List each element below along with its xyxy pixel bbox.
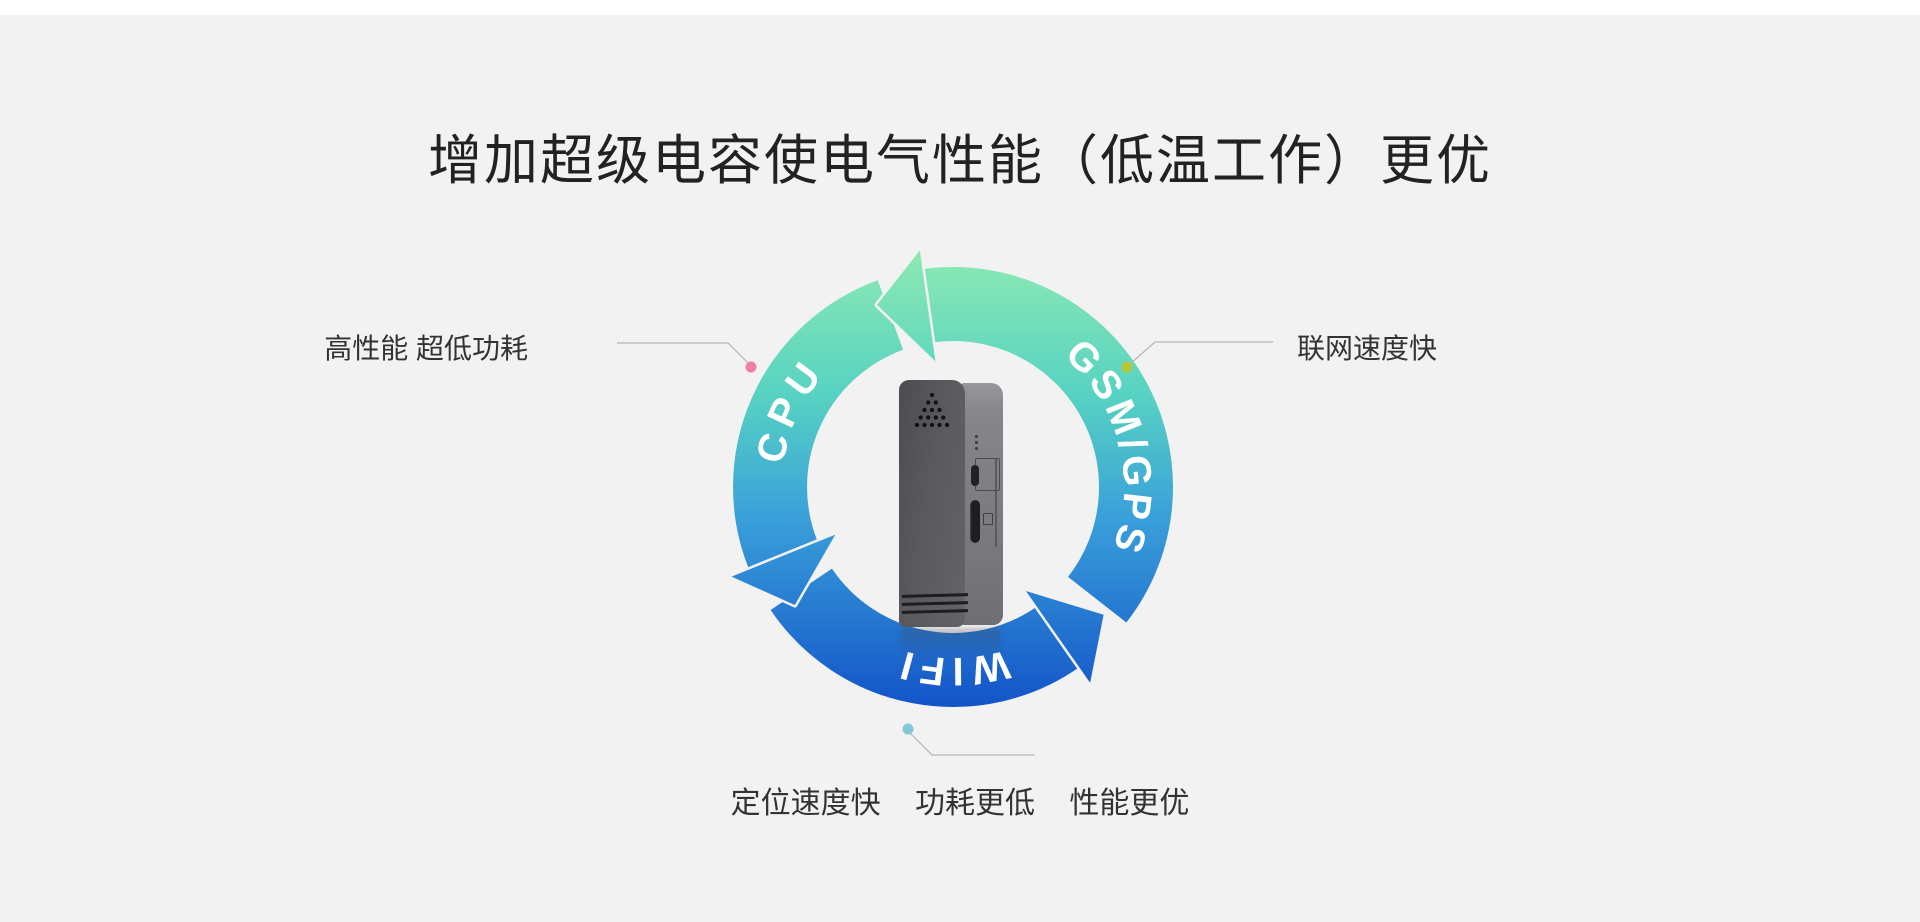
arrowhead-top-icon: [874, 247, 938, 364]
device-side-dot: [975, 435, 978, 438]
ring-arc-gsm-gps: [922, 267, 1173, 623]
sd-card-slot: [970, 500, 980, 543]
ring-arc-cpu: [733, 280, 904, 570]
ring-arrows-svg: GSM/GPS CPU WIFI: [729, 247, 1173, 707]
device-side-dot: [975, 441, 978, 444]
device-reflection: [901, 628, 1001, 662]
callout-bottom-item: 性能更优: [1069, 787, 1190, 820]
device-panel-seam: [995, 459, 997, 547]
callout-bottom-label: 定位速度快 功耗更低 性能更优: [0, 778, 1920, 822]
gps-tracker-device-image: [899, 380, 1003, 670]
page-title: 增加超级电容使电气性能（低温工作）更优: [428, 131, 1492, 191]
device-side-dot: [975, 447, 978, 450]
speaker-grille-icon: [914, 392, 950, 428]
device-side-face: [961, 383, 1003, 625]
arrowhead-bottom-left-icon: [729, 532, 838, 608]
arrowhead-bottom-right-icon: [1023, 588, 1107, 686]
callout-bottom-item: 定位速度快: [730, 787, 881, 820]
device-groove: [901, 601, 969, 607]
top-strip: [0, 0, 1920, 15]
device-groove: [901, 609, 969, 615]
ring-arc-wifi: [770, 567, 1080, 707]
cycle-diagram: GSM/GPS CPU WIFI: [693, 227, 1213, 747]
sim-slot: [971, 465, 979, 486]
device-groove: [901, 593, 969, 599]
callout-bottom-item: 功耗更低: [915, 787, 1035, 820]
callout-right-label: 联网速度快: [1297, 333, 1438, 364]
sd-card-icon: [983, 513, 993, 525]
device-front-face: [899, 380, 969, 627]
callout-left-label: 高性能 超低功耗: [324, 333, 528, 364]
